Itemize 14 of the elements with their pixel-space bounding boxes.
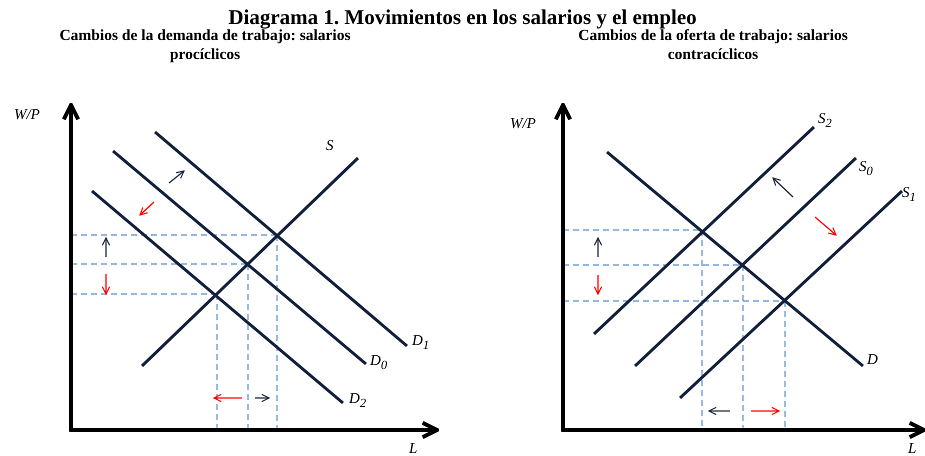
- diagram-title: Diagrama 1. Movimientos en los salarios y el empleo: [227, 7, 698, 28]
- axis-label: L: [409, 442, 418, 456]
- curve-label: S$_{1}$: [902, 186, 916, 204]
- axis-label: L: [908, 442, 916, 456]
- curve-label: D$_{0}$: [370, 354, 388, 372]
- chart-subtitle: Cambios de la oferta de trabajo: salarios contracíclicos: [577, 27, 849, 65]
- curve-label: D: [867, 353, 878, 368]
- axis-label: W/P: [510, 117, 536, 132]
- curve-label: S: [326, 139, 334, 154]
- axis-label: W/P: [14, 108, 40, 123]
- curve-label: D$_{2}$: [349, 392, 366, 410]
- curve-label: D$_{1}$: [412, 334, 430, 352]
- curve-label: S$_{0}$: [859, 160, 873, 178]
- curve-label: S$_{2}$: [818, 112, 832, 130]
